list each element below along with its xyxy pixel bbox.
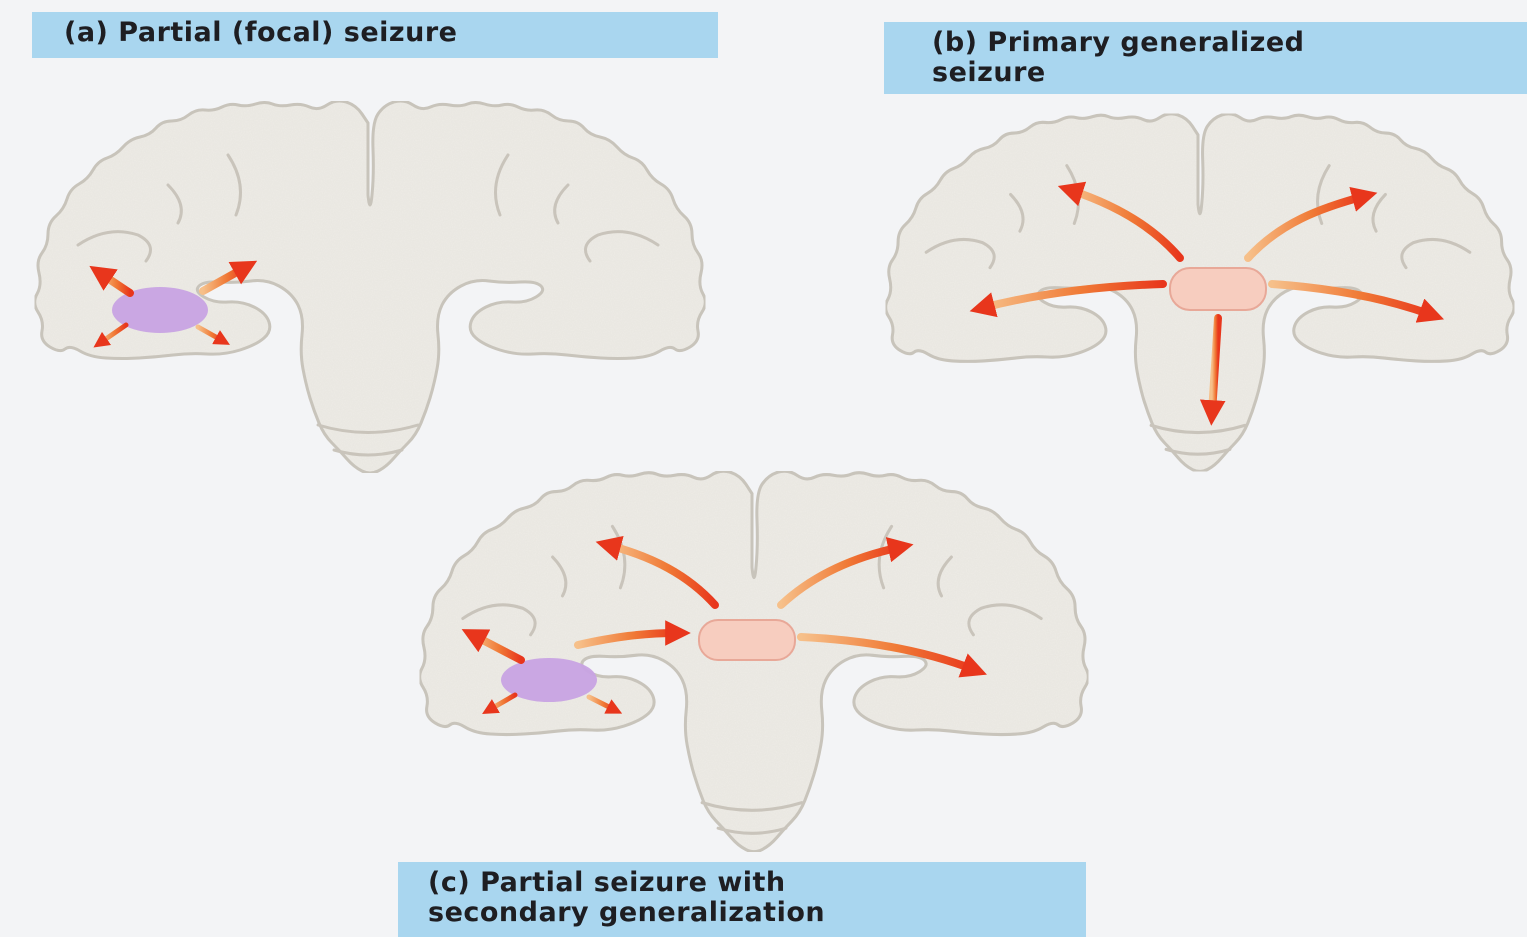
- brain-outline: [35, 101, 706, 473]
- brain-diagram-secondary-generalization: [403, 465, 1101, 860]
- central-seizure-region: [699, 620, 795, 660]
- brain-panel-secondary-generalization: [403, 465, 1101, 860]
- brain-diagram-partial: [18, 95, 718, 480]
- brain-coronal-section: [35, 101, 706, 473]
- label-primary-generalized-seizure: (b) Primary generalized seizure: [884, 22, 1527, 94]
- brain-diagram-generalized: [870, 108, 1526, 503]
- label-partial-secondary-generalization: (c) Partial seizure with secondary gener…: [398, 862, 1086, 937]
- brain-panel-partial: [18, 95, 718, 480]
- label-partial-focal-seizure: (a) Partial (focal) seizure: [32, 12, 718, 58]
- brain-panel-generalized: [870, 108, 1526, 503]
- central-seizure-origin: [1170, 268, 1266, 310]
